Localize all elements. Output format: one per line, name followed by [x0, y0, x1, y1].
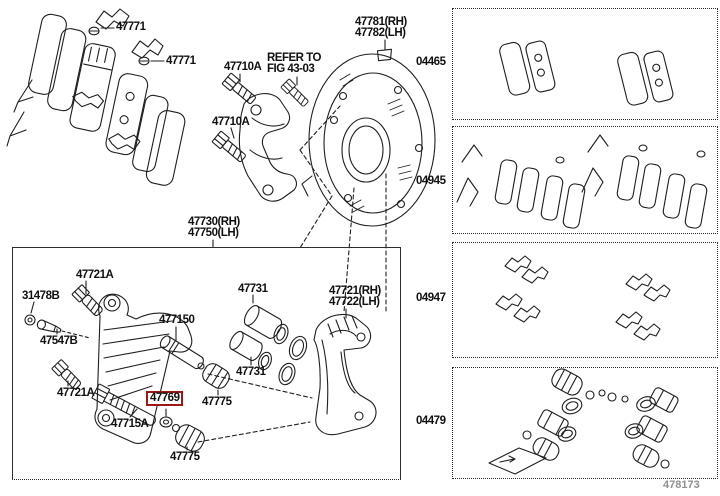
figure-number: 478173 — [663, 479, 700, 491]
caliper-bracket-drawing — [238, 93, 297, 202]
label-pin-boot-upper[interactable]: 47775 — [202, 396, 232, 408]
label-kit-04947[interactable]: 04947 — [416, 292, 446, 304]
label-caliper-bolt-lower[interactable]: 47721A — [57, 387, 95, 399]
label-slide-pin-upper[interactable]: 477150 — [159, 314, 195, 326]
label-dust-shield-lh: 47782(LH) — [355, 26, 406, 39]
piston-seal-drawing — [197, 294, 313, 443]
cylinder-kit-drawing — [488, 368, 679, 475]
kit-box-04465 — [452, 8, 718, 120]
label-caliper-assembly-rh: 47730(RH) — [188, 216, 240, 228]
label-mount-bolt-upper[interactable]: 47710A — [224, 61, 262, 73]
brake-pad-stack-drawing — [6, 13, 186, 186]
label-kit-04945[interactable]: 04945 — [416, 175, 446, 187]
kit-box-04945 — [452, 126, 718, 234]
label-torque-plate-lh: 47722(LH) — [329, 295, 380, 308]
fitting-kit-drawing — [495, 255, 671, 341]
kit-box-04947 — [452, 242, 718, 358]
label-dust-shield[interactable]: 47781(RH) 47782(LH) — [355, 17, 407, 38]
refer-note-line1: REFER TO — [267, 52, 321, 64]
label-piston-upper[interactable]: 47731 — [238, 283, 268, 295]
bleeder-drawing — [24, 301, 91, 339]
caliper-bolts-drawing — [51, 280, 103, 390]
pad-kit-drawing — [499, 40, 674, 106]
caliper-body-drawing — [94, 293, 193, 444]
label-slide-pin-lower[interactable]: 47715A — [111, 418, 149, 430]
slide-pin-lower-drawing — [91, 383, 205, 452]
refer-note-line2: FIG 43-03 — [267, 62, 315, 75]
label-torque-plate-rh: 47721(RH) — [329, 285, 381, 297]
label-piston-lower[interactable]: 47731 — [236, 366, 266, 378]
label-kit-04465[interactable]: 04465 — [416, 56, 446, 68]
torque-plate-drawing — [313, 308, 377, 436]
label-torque-plate[interactable]: 47721(RH) 47722(LH) — [329, 286, 381, 307]
label-kit-04479[interactable]: 04479 — [416, 415, 446, 427]
label-pad-clip-top[interactable]: 47771 — [116, 21, 146, 33]
dust-shield-drawing — [299, 39, 436, 313]
label-caliper-bolt-upper[interactable]: 47721A — [76, 269, 114, 281]
caliper-assembly-box — [12, 247, 401, 480]
pad-retainer-clips-drawing — [88, 8, 165, 66]
label-pad-clip-mid[interactable]: 47771 — [166, 55, 196, 67]
shim-kit-drawing — [456, 134, 708, 229]
kit-box-04479 — [452, 367, 718, 479]
refer-note: REFER TO FIG 43-03 — [267, 53, 321, 74]
label-mount-bolt-lower[interactable]: 47710A — [212, 116, 250, 128]
label-pin-boot-lower[interactable]: 47775 — [170, 451, 200, 463]
label-dust-shield-rh: 47781(RH) — [355, 16, 407, 28]
caliper-mount-bolts-drawing — [211, 72, 309, 163]
label-slide-bush-highlighted[interactable]: 47769 — [146, 391, 184, 406]
label-bleeder-plug[interactable]: 47547B — [40, 335, 78, 347]
label-caliper-assembly-lh: 47750(LH) — [188, 226, 239, 239]
label-bleeder-plug-cap[interactable]: 31478B — [22, 290, 60, 302]
label-caliper-assembly[interactable]: 47730(RH) 47750(LH) — [188, 217, 240, 238]
